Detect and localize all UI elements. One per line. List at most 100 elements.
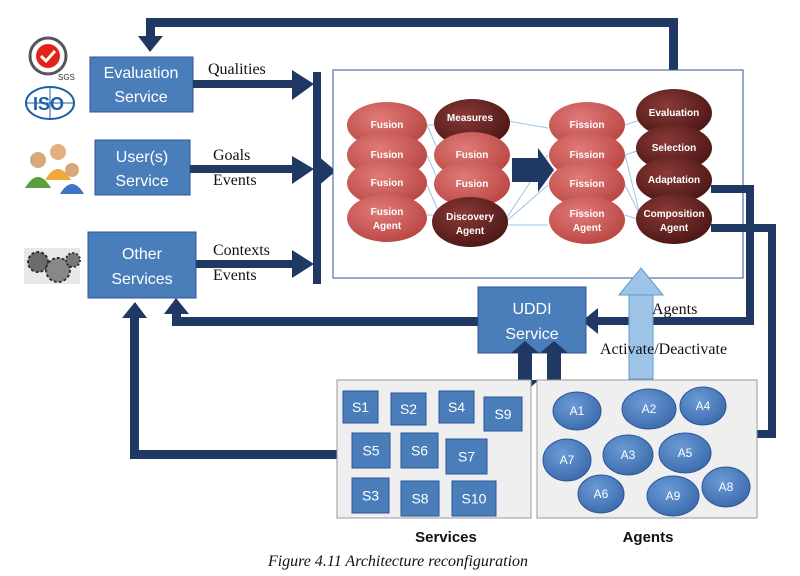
- service-square: [390, 392, 427, 426]
- svg-text:Evaluation: Evaluation: [649, 108, 700, 119]
- service-square: [351, 432, 391, 469]
- agent-oval: [679, 386, 727, 426]
- agent-oval-label: A5: [678, 446, 693, 460]
- uddi-label-1: UDDI: [512, 301, 551, 318]
- composition-agent: Composition Agent: [636, 194, 712, 244]
- agent-oval: [658, 432, 712, 474]
- iso-label: ISO: [33, 94, 64, 114]
- agents-panel-label: Agents: [623, 529, 674, 546]
- agent-oval: [542, 438, 592, 482]
- fission-agent-main: Fission Agent: [549, 196, 625, 244]
- svg-text:Fusion: Fusion: [371, 178, 404, 189]
- adaptation-to-uddi-arrow: [582, 185, 754, 334]
- events-label-1: Events: [213, 172, 257, 189]
- service-label: S10: [462, 491, 487, 507]
- users-group-icon: [25, 144, 84, 194]
- qualities-arrow: [193, 70, 314, 100]
- service-square: [445, 438, 488, 475]
- svg-text:Fusion: Fusion: [371, 150, 404, 161]
- svg-text:Agent: Agent: [373, 221, 402, 232]
- qualities-label: Qualities: [208, 61, 266, 78]
- service-label: S2: [400, 401, 417, 417]
- gears-icon: [24, 248, 81, 284]
- selection-agent: Selection: [636, 125, 712, 171]
- users-service-label-2: Service: [115, 173, 168, 190]
- service-square: [400, 432, 439, 469]
- service-label: S6: [411, 443, 428, 459]
- agent-oval-label: A1: [570, 404, 585, 418]
- other-services-label-2: Services: [111, 271, 172, 288]
- svg-text:Selection: Selection: [652, 143, 696, 154]
- merge-bar: [313, 72, 321, 284]
- service-label: S7: [458, 449, 475, 465]
- sgs-certification-icon: SGS: [28, 36, 75, 82]
- figure-caption: Figure 4.11 Architecture reconfiguration: [267, 553, 528, 570]
- svg-text:Fission: Fission: [569, 150, 604, 161]
- agent-oval-label: A2: [642, 402, 657, 416]
- feedback-arrow-top: [138, 18, 678, 91]
- agent-oval-label: A4: [696, 399, 711, 413]
- agent-oval-label: A7: [560, 453, 575, 467]
- service-label: S3: [362, 488, 379, 504]
- uddi-label-2: Service: [505, 326, 558, 343]
- svg-text:Discovery: Discovery: [446, 212, 494, 223]
- discovery-agent: Discovery Agent: [432, 197, 508, 247]
- service-label: S1: [352, 399, 369, 415]
- agent-oval-label: A9: [666, 489, 681, 503]
- goals-label: Goals: [213, 147, 250, 164]
- measures-agent: Measures: [434, 99, 510, 147]
- evaluation-service-label-1: Evaluation: [104, 65, 179, 82]
- uddi-services-double-arrow: [511, 341, 539, 392]
- agent-oval: [552, 391, 602, 431]
- evaluation-agent: Evaluation: [636, 89, 712, 137]
- svg-text:Adaptation: Adaptation: [648, 175, 700, 186]
- agent-oval: [701, 466, 751, 508]
- services-panel-label: Services: [415, 529, 477, 546]
- service-label: S8: [411, 491, 428, 507]
- svg-text:Fission: Fission: [569, 120, 604, 131]
- svg-text:Fusion: Fusion: [371, 207, 404, 218]
- uddi-service-box: UDDI Service: [477, 286, 587, 354]
- fission-agent-3: Fission: [549, 161, 625, 207]
- agent-oval-label: A8: [719, 480, 734, 494]
- evaluation-service-box: Evaluation Service: [89, 56, 194, 113]
- merge-arrow-head: [318, 156, 336, 186]
- agent-oval: [577, 474, 625, 514]
- other-services-box: Other Services: [87, 231, 197, 299]
- svg-text:Agent: Agent: [660, 223, 689, 234]
- agent-oval: [621, 388, 677, 430]
- svg-text:Agent: Agent: [573, 223, 602, 234]
- svg-text:Fission: Fission: [569, 179, 604, 190]
- svg-text:Composition: Composition: [643, 209, 704, 220]
- activate-arrow: [617, 267, 665, 380]
- agent-oval: [646, 475, 700, 517]
- service-label: S5: [362, 443, 379, 459]
- service-square: [438, 390, 475, 424]
- svg-text:Agent: Agent: [456, 226, 485, 237]
- svg-text:Fusion: Fusion: [456, 179, 489, 190]
- evaluation-service-label-2: Service: [114, 89, 167, 106]
- svg-text:Fission: Fission: [569, 209, 604, 220]
- activate-deactivate-label: Activate/Deactivate: [600, 341, 727, 358]
- services-to-other-services-arrow: [122, 302, 338, 459]
- service-square: [342, 390, 379, 424]
- agent-oval: [602, 434, 654, 476]
- fusion-agent-main: Fusion Agent: [347, 194, 427, 242]
- fusion-agent-5: Fusion: [434, 161, 510, 207]
- goals-events-arrow: [190, 156, 314, 184]
- service-label: S4: [448, 399, 465, 415]
- service-square: [451, 480, 497, 517]
- svg-text:Fusion: Fusion: [456, 150, 489, 161]
- iso-icon: ISO: [25, 86, 75, 120]
- svg-text:Measures: Measures: [447, 113, 494, 124]
- uddi-agents-double-arrow: [540, 341, 568, 392]
- events-label-2: Events: [213, 267, 257, 284]
- fusion-to-fission-arrow: [512, 148, 554, 192]
- users-service-box: User(s) Service: [94, 139, 191, 196]
- agent-oval-label: A3: [621, 448, 636, 462]
- other-services-label-1: Other: [122, 246, 163, 263]
- fusion-agent-3: Fusion: [347, 160, 427, 206]
